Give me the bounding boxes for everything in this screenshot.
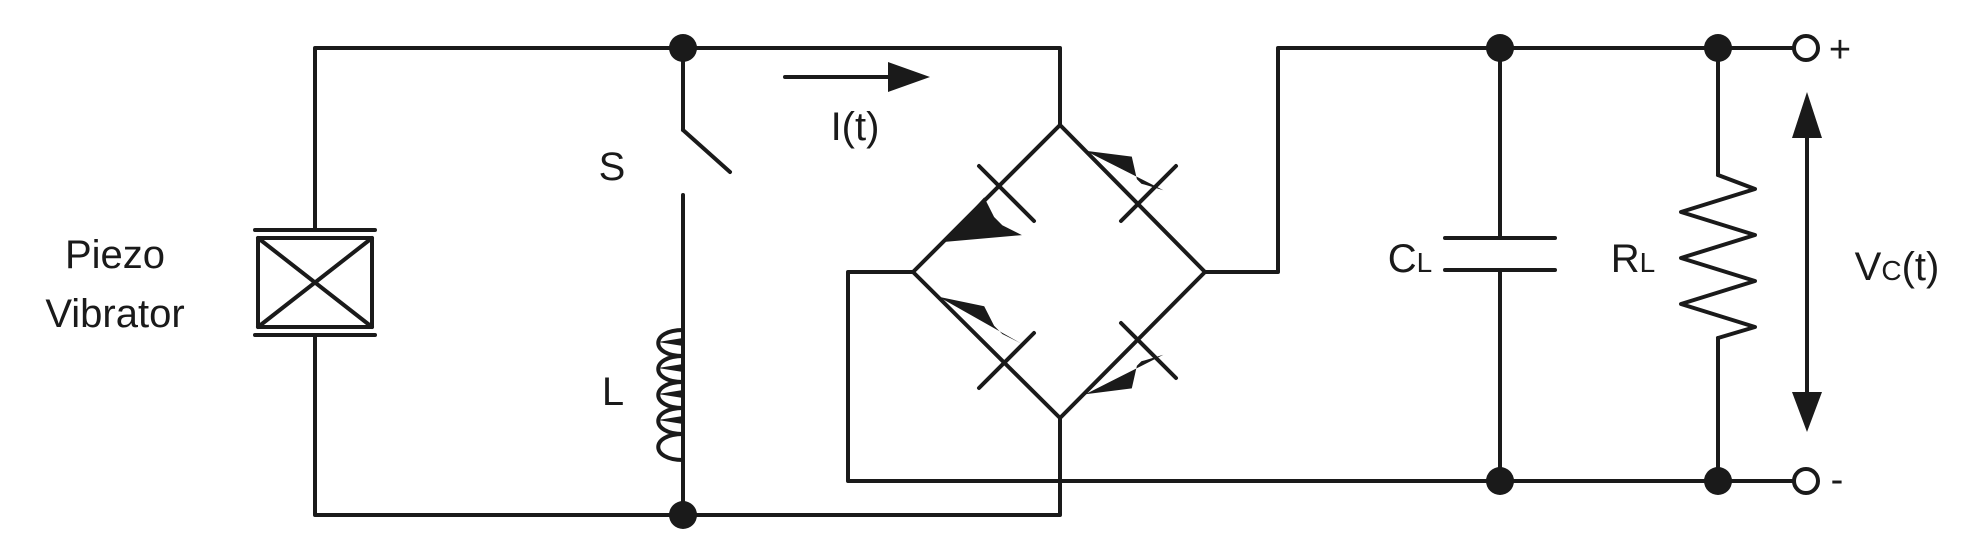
voltage-label-main: V [1855,245,1882,289]
junction-capacitor-top [1486,34,1514,62]
diode-bottom-left [938,296,1036,390]
diode-bottom-left-triangle [938,296,1022,344]
capacitor-label-main: C [1388,237,1417,281]
bridge-left-wire [846,270,1062,483]
capacitor-label: CL [1388,237,1432,281]
diode-top-right [1085,150,1178,223]
voltage-label: VC(t) [1855,245,1940,289]
piezo-label-line2: Vibrator [45,292,184,336]
inductor [656,328,685,462]
junction-capacitor-bottom [1486,467,1514,495]
inductor-tooth-1 [658,338,683,346]
diode-bottom-right [1085,321,1178,395]
voltage-arrow-head-down [1792,392,1822,432]
terminal-minus [1792,467,1820,495]
diode-top-right-triangle [1085,150,1164,191]
resistor-label-subscript: L [1640,247,1656,278]
junction-inductor-bottom [669,501,697,529]
bridge-outline [911,123,1207,420]
diode-bottom-left-bar [977,331,1036,390]
capacitor-label-subscript: L [1417,247,1433,278]
inductor-tooth-2 [658,364,683,372]
piezo-label-line1: Piezo [65,233,165,277]
inductor-tooth-3 [658,390,683,398]
switch-label: S [599,145,626,189]
junction-switch-top [669,34,697,62]
junction-resistor-top [1704,34,1732,62]
capacitor [1443,236,1557,272]
left-bottom-wire [313,333,1062,517]
diode-bottom-right-bar [1119,321,1178,380]
piezo-crystal [256,236,374,329]
junction-dots [669,34,1732,529]
inductor-tooth-4 [658,416,683,424]
left-top-wire [313,46,1062,232]
current-arrow-head [888,62,930,92]
voltage-arrow-head-up [1792,92,1822,138]
diode-top-left-bar [977,164,1036,223]
terminal-plus [1792,34,1820,62]
terminal-minus-label: - [1831,459,1844,501]
terminal-plus-label: + [1829,29,1851,71]
bridge-right-wire [1203,46,1502,274]
voltage-arrow [1792,92,1822,432]
current-label: I(t) [831,105,880,149]
resistor-label-main: R [1611,237,1640,281]
voltage-label-tail: (t) [1902,245,1940,289]
piezo-cross-b [256,236,374,329]
junction-resistor-bottom [1704,467,1732,495]
diode-top-left-triangle [943,197,1022,242]
resistor-zigzag [1679,173,1757,340]
diode-bottom-right-triangle [1085,354,1164,395]
diode-top-right-bar [1119,164,1178,223]
piezo-vibrator [253,228,377,337]
resistor-label: RL [1611,237,1655,281]
bridge-rectifier [911,123,1207,420]
inductor-coil [656,328,685,462]
wiring [313,46,1802,517]
switch-blade [681,128,732,174]
diode-top-left [943,164,1036,242]
voltage-label-subscript: C [1881,255,1901,286]
current-arrow [783,62,930,92]
inductor-label: L [602,370,624,414]
